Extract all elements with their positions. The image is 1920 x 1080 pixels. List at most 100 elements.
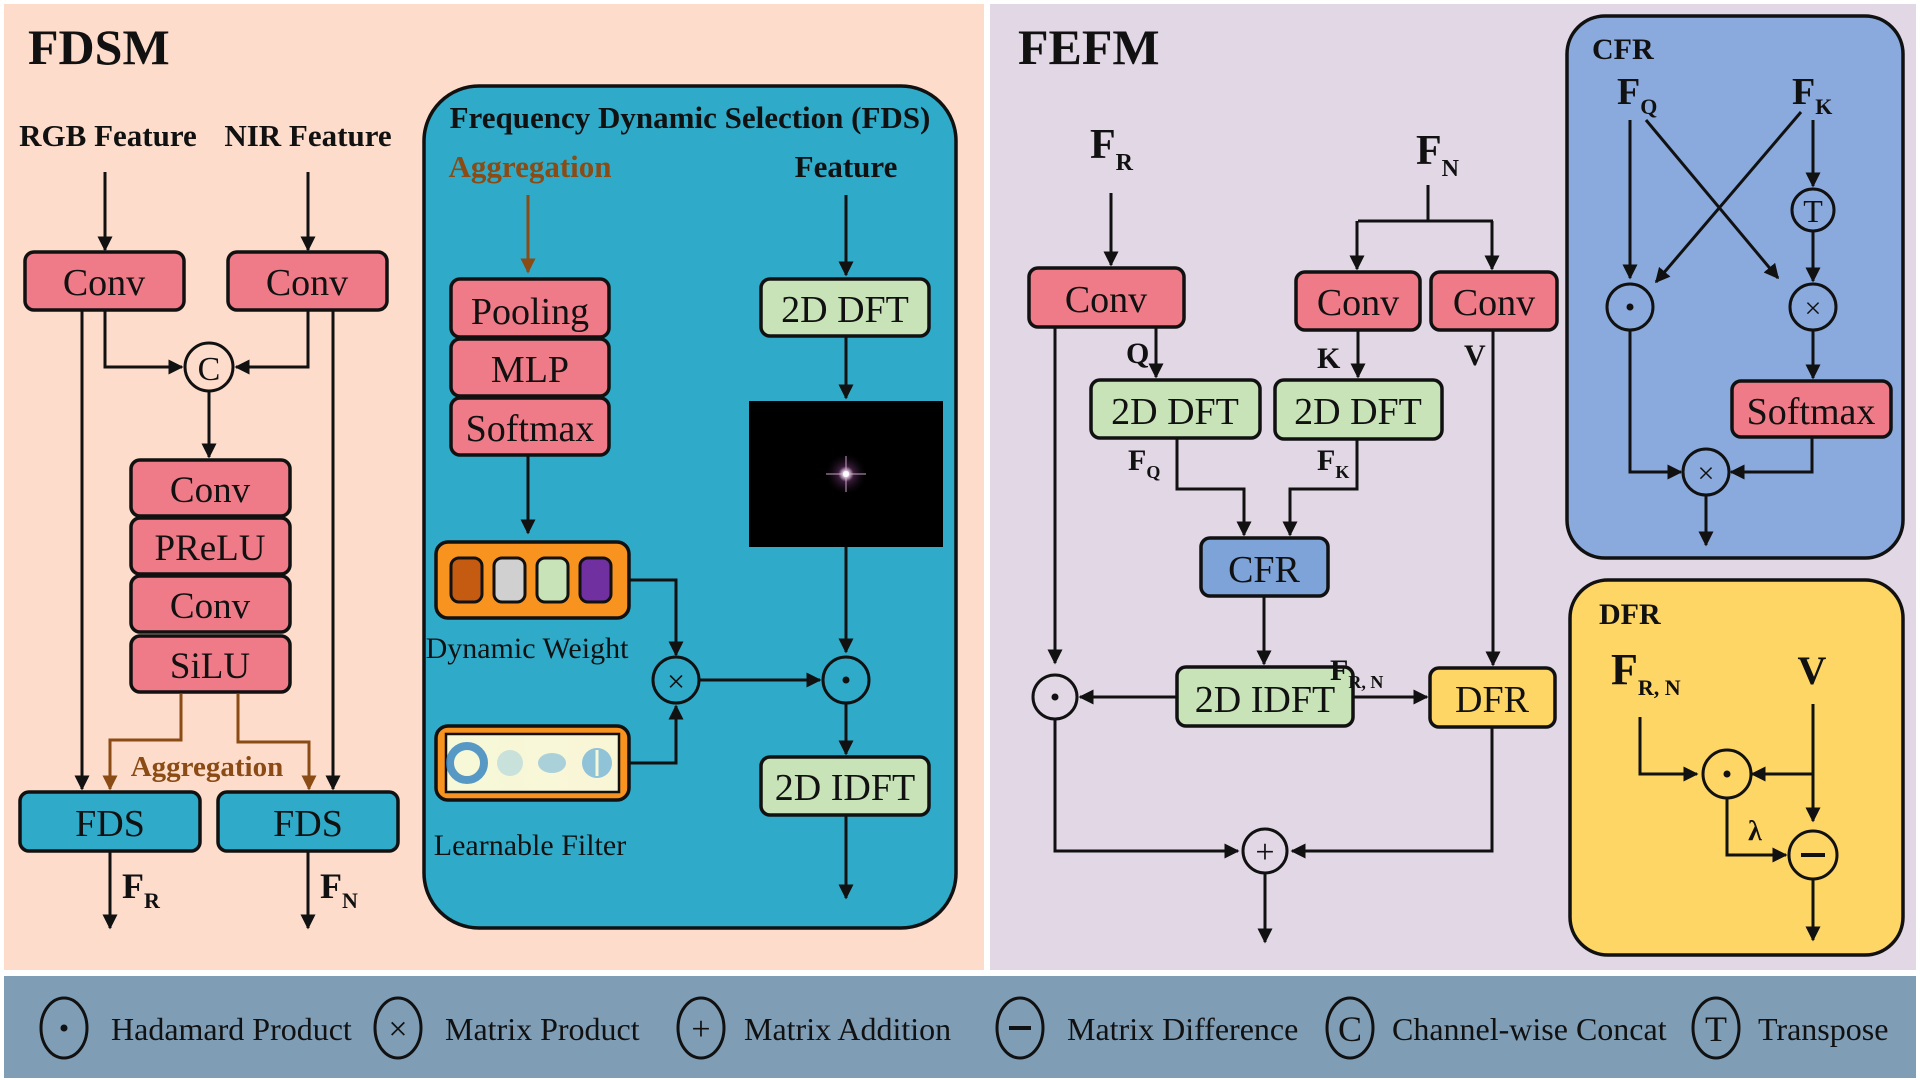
dfr-hadamard-node — [1701, 748, 1753, 800]
stack-silu: SiLU — [170, 646, 250, 687]
cfr-output-product-node: × — [1681, 447, 1731, 497]
dfr-block-label: DFR — [1455, 679, 1530, 721]
fds-hadamard-node — [821, 655, 871, 705]
conv-q-block: Conv — [1027, 266, 1186, 329]
fefm-hadamard-node — [1031, 673, 1079, 721]
filter-to-product-arrow — [629, 704, 684, 765]
fds-idft-label: 2D IDFT — [775, 767, 915, 809]
matrix-product-symbol: × — [667, 663, 685, 699]
weight-to-product-arrow — [629, 578, 684, 657]
conv-left-to-concat-arrow — [103, 310, 184, 375]
dynamic-weight-block — [434, 540, 631, 620]
stack-conv-2: Conv — [170, 586, 251, 627]
hadamard-icon — [39, 996, 89, 1060]
conv-right-label: Conv — [266, 262, 348, 304]
matrix-difference-icon — [995, 996, 1045, 1060]
legend-label-matrix-addition: Matrix Addition — [744, 1011, 951, 1047]
pooling-label: Pooling — [471, 291, 589, 333]
weight-cell-3 — [535, 556, 570, 604]
fefm-input-fr: FR — [1090, 122, 1134, 176]
fn-output-label: FN — [320, 866, 358, 913]
cfr-output-product-symbol: × — [1698, 457, 1715, 490]
dfr-hadamard-to-minus-arrow — [1725, 798, 1788, 863]
fds-idft-block: 2D IDFT — [759, 755, 931, 817]
cfr-matrix-product-node: × — [1788, 282, 1838, 332]
weight-cell-4 — [578, 556, 613, 604]
conv-k-label: Conv — [1317, 282, 1399, 324]
frequency-spectrum-image — [749, 401, 943, 547]
mlp-label: MLP — [491, 349, 569, 391]
dfr-minus-node — [1787, 829, 1839, 881]
legend: Hadamard Product × Matrix Product + Matr… — [39, 996, 1888, 1060]
conv-right-to-concat-arrow — [234, 310, 310, 375]
fds-feature-label: Feature — [795, 149, 898, 184]
dfr-frn-to-hadamard-arrow — [1638, 717, 1699, 782]
matrix-addition-icon — [676, 996, 726, 1060]
v-label: V — [1464, 339, 1486, 372]
conv-k-block: Conv — [1294, 270, 1422, 332]
fds-dft-label: 2D DFT — [781, 289, 909, 331]
fk-label: FK — [1317, 444, 1349, 482]
cfr-hadamard-node — [1605, 282, 1655, 332]
legend-item-channel-concat: C Channel-wise Concat — [1325, 996, 1667, 1060]
cfr-fq-label: FQ — [1617, 71, 1657, 119]
dynamic-weight-label: Dynamic Weight — [426, 632, 629, 665]
aggregation-arrow-right — [236, 694, 317, 791]
legend-item-matrix-difference: Matrix Difference — [995, 996, 1298, 1060]
dfr-block: DFR — [1428, 666, 1557, 729]
cfr-panel-title: CFR — [1592, 33, 1654, 66]
q-label: Q — [1126, 337, 1149, 370]
legend-label-channel-concat: Channel-wise Concat — [1392, 1011, 1667, 1047]
legend-label-hadamard: Hadamard Product — [111, 1011, 352, 1047]
legend-item-hadamard: Hadamard Product — [39, 996, 352, 1060]
fefm-title: FEFM — [1018, 19, 1160, 75]
transpose-icon — [1691, 996, 1741, 1060]
fq-label: FQ — [1128, 444, 1160, 482]
dfr-frn-label: FR, N — [1611, 645, 1681, 700]
stack-prelu: PReLU — [155, 528, 266, 569]
weight-cell-2 — [492, 556, 527, 604]
dft-q-label: 2D DFT — [1111, 391, 1239, 433]
fds-left-label: FDS — [75, 803, 145, 845]
fds-right-label: FDS — [273, 803, 343, 845]
fds-dft-block: 2D DFT — [759, 277, 931, 338]
cfr-fk-label: FK — [1792, 71, 1832, 119]
matrix-product-icon — [373, 996, 423, 1060]
conv-v-label: Conv — [1453, 282, 1535, 324]
legend-label-transpose: Transpose — [1758, 1011, 1888, 1047]
conv-left-block: Conv — [23, 250, 186, 312]
add-symbol: + — [1255, 834, 1274, 871]
fefm-input-fn: FN — [1416, 128, 1460, 182]
legend-bar — [4, 976, 1916, 1078]
nir-feature-label: NIR Feature — [224, 118, 391, 153]
fds-right-block: FDS — [216, 790, 400, 853]
fdsm-stack: Conv PReLU Conv SiLU — [129, 458, 292, 694]
stack-conv-1: Conv — [170, 470, 251, 511]
k-label: K — [1317, 342, 1341, 375]
legend-item-matrix-product: × Matrix Product — [373, 996, 640, 1060]
cfr-block-label: CFR — [1228, 549, 1300, 591]
cfr-transpose-node: T — [1790, 187, 1836, 233]
cfr-block: CFR — [1199, 536, 1330, 598]
conv-right-block: Conv — [226, 250, 389, 312]
concat-node: C — [183, 341, 235, 393]
cfr-hadamard-to-output-arrow — [1628, 330, 1683, 480]
dfr-v-label: V — [1798, 648, 1827, 693]
transpose-symbol: T — [1803, 193, 1823, 229]
frn-label: FR, N — [1330, 654, 1383, 692]
matrix-addition-symbol-legend: + — [691, 1011, 710, 1048]
fds-left-block: FDS — [18, 790, 202, 853]
dfr-to-add-arrow — [1290, 727, 1494, 859]
cfr-fq-cross-arrow — [1644, 119, 1780, 280]
legend-label-matrix-product: Matrix Product — [445, 1011, 640, 1047]
legend-label-matrix-difference: Matrix Difference — [1067, 1011, 1298, 1047]
lambda-label: λ — [1748, 816, 1762, 847]
fds-panel-title: Frequency Dynamic Selection (FDS) — [450, 100, 931, 135]
weight-cell-1 — [449, 556, 484, 604]
softmax-to-output-arrow — [1729, 437, 1814, 480]
legend-item-matrix-addition: + Matrix Addition — [676, 996, 951, 1060]
fds-aggregation-label: Aggregation — [448, 149, 611, 184]
cfr-softmax-block: Softmax — [1730, 379, 1893, 439]
learnable-filter-block — [434, 724, 631, 802]
